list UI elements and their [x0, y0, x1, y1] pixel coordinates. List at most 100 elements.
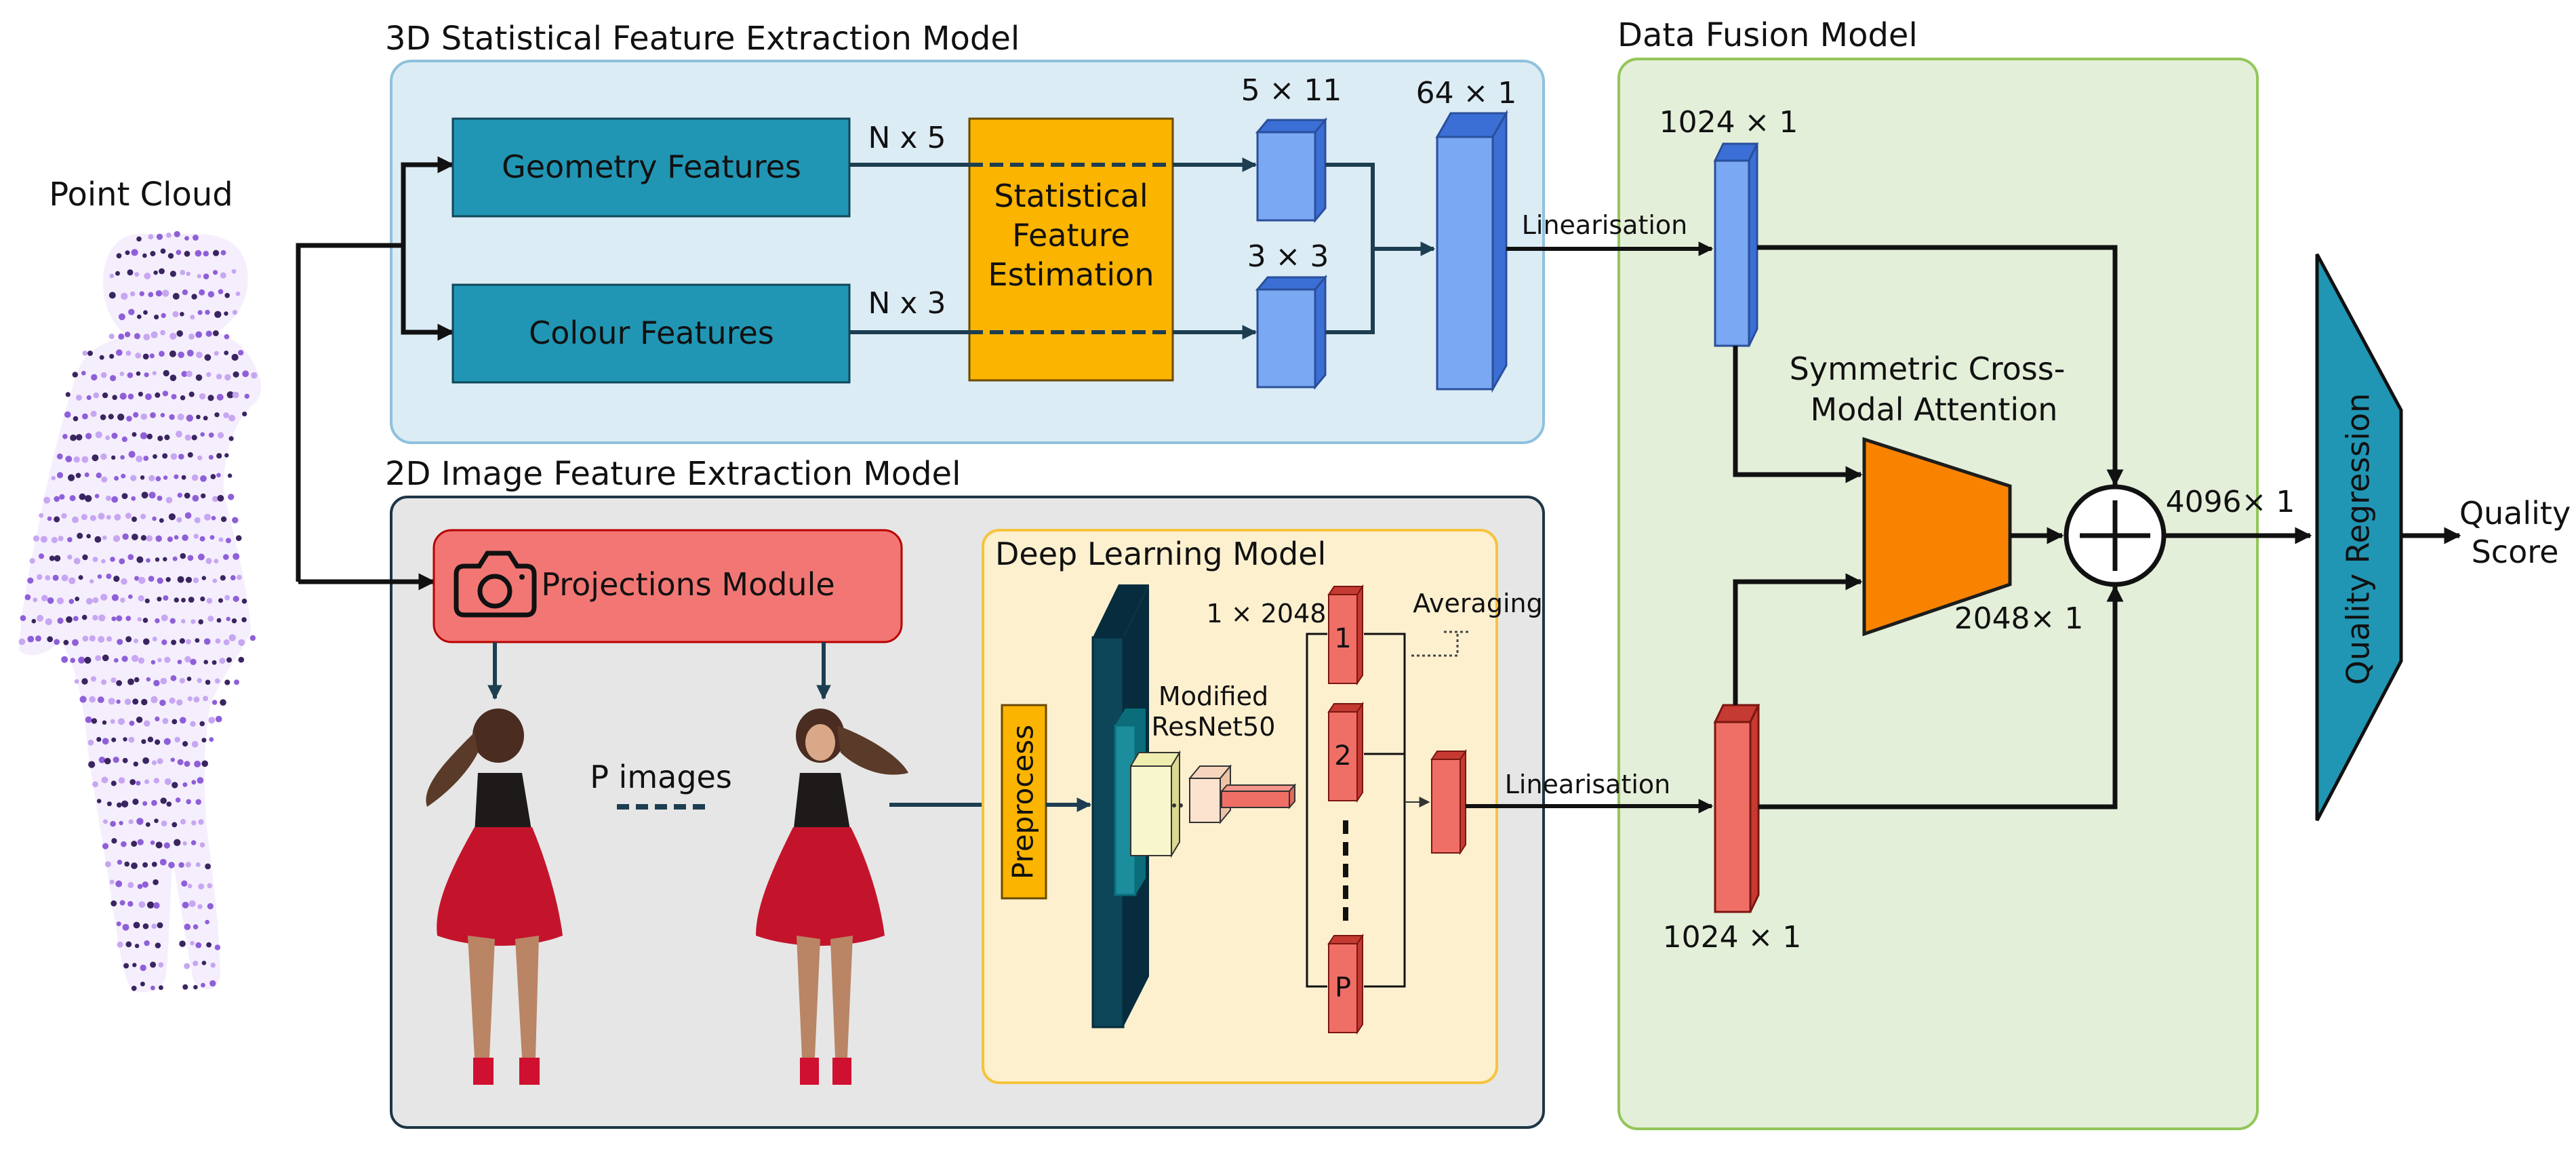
- point-cloud-dot: [162, 717, 169, 724]
- point-cloud-dot: [118, 777, 125, 784]
- point-cloud-dot: [65, 456, 73, 462]
- point-cloud-dot: [82, 351, 88, 356]
- point-cloud-dot: [174, 736, 180, 743]
- point-cloud-dot: [172, 822, 178, 828]
- point-cloud-dot: [209, 535, 215, 540]
- point-cloud-dot: [106, 574, 112, 579]
- point-cloud-dot: [153, 778, 160, 784]
- point-cloud-dot: [137, 314, 142, 319]
- point-cloud-dot: [228, 414, 236, 422]
- point-cloud-dot: [131, 496, 136, 501]
- point-cloud-dot: [133, 412, 139, 418]
- quality-regression-block: [2315, 253, 2403, 822]
- point-cloud-dot: [29, 558, 35, 564]
- point-cloud-dot: [211, 515, 216, 521]
- point-cloud-dot: [157, 597, 162, 602]
- point-cloud-dot: [98, 636, 105, 643]
- point-cloud-dot: [153, 271, 158, 275]
- point-cloud-dot: [121, 800, 129, 808]
- point-cloud-dot: [155, 942, 161, 949]
- point-cloud-dot: [210, 962, 216, 968]
- point-cloud-dot: [182, 782, 188, 787]
- block-1024-top: [1713, 142, 1759, 347]
- point-cloud-dot: [197, 777, 204, 784]
- point-cloud-dot: [97, 696, 104, 703]
- point-cloud-dot: [134, 333, 140, 340]
- arrow-to-geometry: [401, 156, 455, 245]
- point-cloud-dot: [72, 516, 79, 523]
- point-cloud-dot: [163, 595, 169, 601]
- point-cloud-dot: [170, 675, 177, 681]
- point-cloud-dot: [195, 374, 203, 381]
- point-cloud-dot: [186, 271, 190, 277]
- point-cloud-dot: [54, 555, 61, 562]
- point-cloud-dot: [177, 414, 184, 420]
- point-cloud-dot: [160, 677, 167, 685]
- point-cloud-dot: [232, 391, 239, 399]
- point-cloud-dot: [110, 375, 117, 382]
- point-cloud-dot: [138, 595, 144, 602]
- point-cloud-dot: [228, 436, 234, 441]
- point-cloud-dot: [231, 618, 237, 624]
- point-cloud-dot: [180, 312, 184, 317]
- point-cloud-dot: [193, 961, 199, 966]
- point-cloud-dot: [230, 575, 236, 581]
- estimation-line-2: Feature: [1012, 217, 1130, 254]
- point-cloud-dot: [106, 636, 113, 642]
- point-cloud-dot: [184, 656, 191, 663]
- point-cloud-dot: [121, 841, 127, 847]
- point-cloud-dot: [177, 576, 184, 583]
- point-cloud-dot: [191, 820, 197, 826]
- point-cloud-dot: [164, 778, 172, 785]
- quality-regression-label: Quality Regression: [2340, 393, 2377, 685]
- point-cloud-dot: [81, 456, 89, 463]
- point-cloud-dot: [191, 740, 199, 748]
- projections-module-box: [432, 529, 903, 643]
- deep-learning-title: Deep Learning Model: [995, 536, 1326, 572]
- point-cloud-dot: [159, 268, 165, 275]
- point-cloud-dot: [224, 293, 230, 298]
- point-cloud-dot: [140, 475, 145, 480]
- point-cloud-dot: [61, 656, 68, 663]
- point-cloud-dot: [197, 553, 205, 561]
- point-cloud-dot: [146, 535, 153, 542]
- point-cloud-dot: [190, 315, 195, 320]
- point-cloud-dot: [127, 372, 134, 378]
- point-cloud-dot: [209, 737, 214, 742]
- point-cloud-dot: [121, 493, 128, 500]
- point-cloud-dot: [187, 696, 193, 702]
- point-cloud-dot: [220, 699, 226, 706]
- point-cloud-dot: [92, 614, 98, 621]
- point-cloud-dot: [108, 414, 114, 420]
- point-cloud-dot: [43, 496, 51, 504]
- point-cloud-dot: [122, 757, 128, 763]
- point-cloud-dot: [113, 757, 119, 763]
- point-cloud-dot: [131, 862, 138, 869]
- point-cloud-dot: [113, 576, 120, 582]
- point-cloud-dot: [49, 555, 55, 561]
- point-cloud-dot: [161, 639, 167, 645]
- point-cloud-dot: [117, 414, 125, 421]
- point-cloud-dot: [164, 656, 171, 663]
- bars-bracket: [1306, 633, 1327, 988]
- point-cloud-dot: [82, 554, 88, 561]
- point-cloud-dot: [136, 371, 141, 376]
- point-cloud-dot: [121, 473, 126, 479]
- point-cloud-dot: [116, 349, 123, 356]
- point-cloud-dot: [181, 475, 186, 480]
- sum-operator-icon: [2064, 484, 2167, 587]
- point-cloud-dot: [125, 250, 130, 256]
- point-cloud-dot: [37, 614, 44, 622]
- point-cloud-dot: [207, 291, 215, 298]
- point-cloud-dot: [223, 554, 229, 560]
- point-cloud-dot: [75, 473, 81, 479]
- point-cloud-dot: [100, 453, 107, 460]
- point-cloud-dot: [27, 635, 35, 643]
- point-cloud-dot: [192, 495, 199, 502]
- point-cloud-dot: [35, 635, 41, 642]
- point-cloud-dot: [37, 574, 43, 580]
- point-cloud-dot: [132, 516, 137, 522]
- point-cloud-dot: [39, 513, 44, 518]
- point-cloud-dot: [140, 981, 145, 986]
- point-cloud-dot: [191, 474, 199, 481]
